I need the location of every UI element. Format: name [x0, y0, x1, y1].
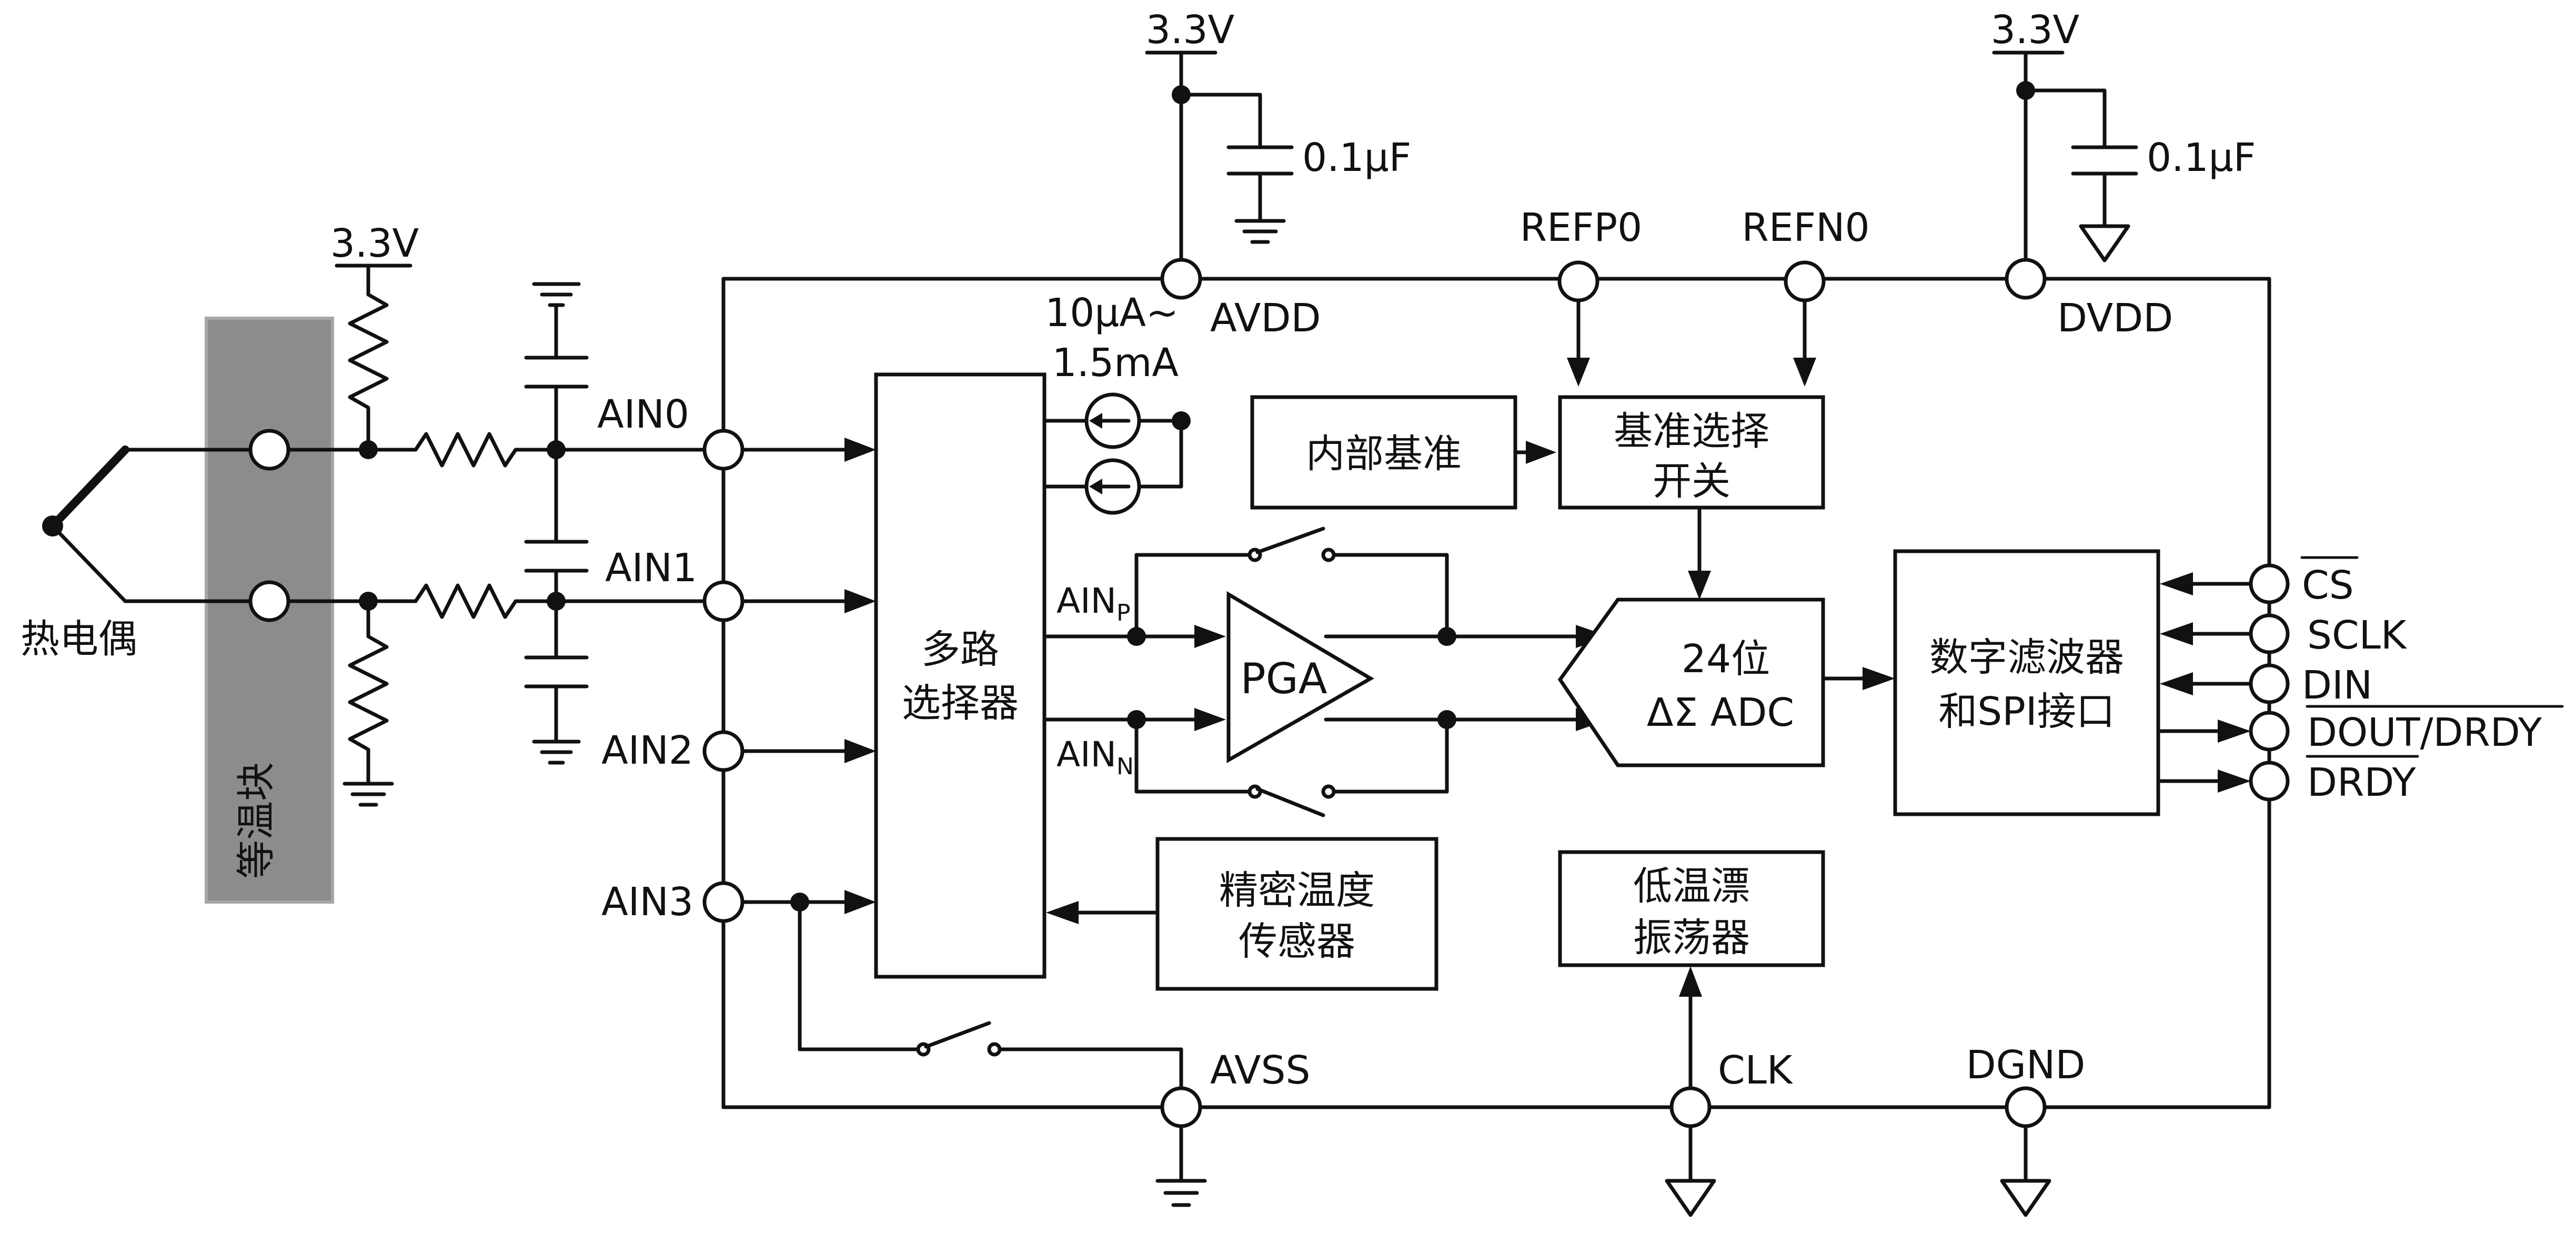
- dvdd-supply-label: 3.3V: [1991, 7, 2080, 53]
- ainn-label: AINN: [1056, 734, 1134, 780]
- ref-switch-line1: 基准选择: [1614, 409, 1769, 454]
- bias-network: 3.3V: [286, 221, 723, 807]
- ain0-label: AIN0: [597, 392, 689, 437]
- dvdd-cap-label: 0.1μF: [2147, 135, 2256, 180]
- current-sources: 10μA~ 1.5mA: [1042, 290, 1191, 515]
- refp0-pin: [1557, 260, 1599, 302]
- adc-block: 24位 ΔΣ ADC: [1557, 598, 1825, 767]
- temp-sensor-line1: 精密温度: [1219, 868, 1375, 913]
- clk-pin: [1669, 1086, 1712, 1128]
- ain1-label: AIN1: [605, 545, 697, 591]
- avss-pin: [1160, 1086, 1202, 1128]
- pga-amplifier: [1226, 591, 1374, 764]
- bias-supply-label: 3.3V: [330, 221, 419, 266]
- avdd-cap-label: 0.1μF: [1302, 135, 1411, 180]
- refp0-label: REFP0: [1520, 205, 1642, 250]
- mux-label-line1: 多路: [921, 627, 999, 672]
- temperature-sensor-block: 精密温度 传感器: [1155, 837, 1438, 991]
- oscillator-block: 低温漂 振荡器: [1558, 850, 1825, 967]
- avdd-supply-label: 3.3V: [1146, 7, 1235, 53]
- chip-outline: [721, 277, 2271, 1109]
- analog-inputs: AIN0 AIN1 AIN2 AIN3: [597, 392, 1183, 1090]
- temp-sensor-line2: 传感器: [1239, 919, 1355, 964]
- bottom-pins: AVSS CLK DGND: [1155, 1042, 2086, 1217]
- oscillator-line2: 振荡器: [1633, 915, 1750, 960]
- drdy-pin: [2249, 761, 2290, 802]
- refn0-label: REFN0: [1742, 205, 1869, 250]
- ain3-pin: [702, 881, 744, 923]
- current-source-range-line1: 10μA~: [1045, 290, 1179, 336]
- avdd-pin-label: AVDD: [1210, 296, 1321, 341]
- sclk-label: SCLK: [2307, 613, 2408, 658]
- internal-ref-label: 内部基准: [1306, 431, 1462, 477]
- cs-pin: [2249, 563, 2290, 604]
- dgnd-label: DGND: [1966, 1042, 2086, 1088]
- avss-label: AVSS: [1210, 1048, 1310, 1093]
- ain1-pin: [702, 580, 744, 622]
- dvdd-pin-label: DVDD: [2057, 296, 2173, 341]
- avdd-pin: [1160, 258, 1202, 300]
- internal-reference-block: 内部基准: [1250, 395, 1517, 510]
- refn0-pin: [1784, 260, 1826, 302]
- digital-filter-line1: 数字滤波器: [1929, 635, 2124, 680]
- ain2-pin: [702, 730, 744, 772]
- digital-filter-line2: 和SPI接口: [1938, 689, 2115, 734]
- thermocouple: 热电偶: [21, 429, 290, 662]
- dvdd-pin: [2005, 258, 2047, 300]
- cs-label: CS: [2302, 563, 2354, 608]
- oscillator-line1: 低温漂: [1633, 864, 1750, 909]
- din-label: DIN: [2302, 663, 2372, 708]
- spi-pins: CS SCLK DIN DOUT/DRDY DRDY: [2156, 556, 2564, 805]
- avdd-supply: 3.3V 0.1μF AVDD: [1145, 7, 1411, 341]
- din-pin: [2249, 663, 2290, 704]
- sclk-pin: [2249, 613, 2290, 654]
- drdy-label: DRDY: [2307, 760, 2416, 805]
- ain3-label: AIN3: [601, 879, 693, 925]
- dgnd-pin: [2005, 1086, 2047, 1128]
- adc-label-line1: 24位: [1682, 636, 1770, 682]
- pga-label: PGA: [1241, 654, 1327, 703]
- ain2-label: AIN2: [601, 728, 693, 773]
- adc-label-line2: ΔΣ ADC: [1647, 690, 1794, 735]
- digital-filter-block: 数字滤波器 和SPI接口: [1893, 549, 2160, 816]
- dout-label: DOUT/DRDY: [2307, 710, 2542, 755]
- dvdd-supply: 3.3V 0.1μF DVDD: [1991, 7, 2256, 341]
- ain0-pin: [702, 429, 744, 471]
- thermocouple-label: 热电偶: [21, 616, 137, 662]
- ref-switch-line2: 开关: [1653, 459, 1730, 504]
- reference-switch-block: 基准选择 开关: [1558, 395, 1825, 510]
- current-source-range-line2: 1.5mA: [1052, 340, 1179, 386]
- clk-label: CLK: [1718, 1048, 1794, 1093]
- mux-label-line2: 选择器: [902, 681, 1019, 726]
- ainp-label: AINP: [1056, 581, 1131, 626]
- isothermal-block-label: 等温块: [234, 762, 279, 879]
- pga-section: AINP AINN PGA: [1042, 527, 1609, 817]
- dout-pin: [2249, 711, 2290, 752]
- isothermal-block: 等温块: [205, 317, 334, 904]
- reference-pins: REFP0 REFN0: [1520, 205, 1870, 387]
- multiplexer-block: 多路 选择器: [874, 372, 1046, 979]
